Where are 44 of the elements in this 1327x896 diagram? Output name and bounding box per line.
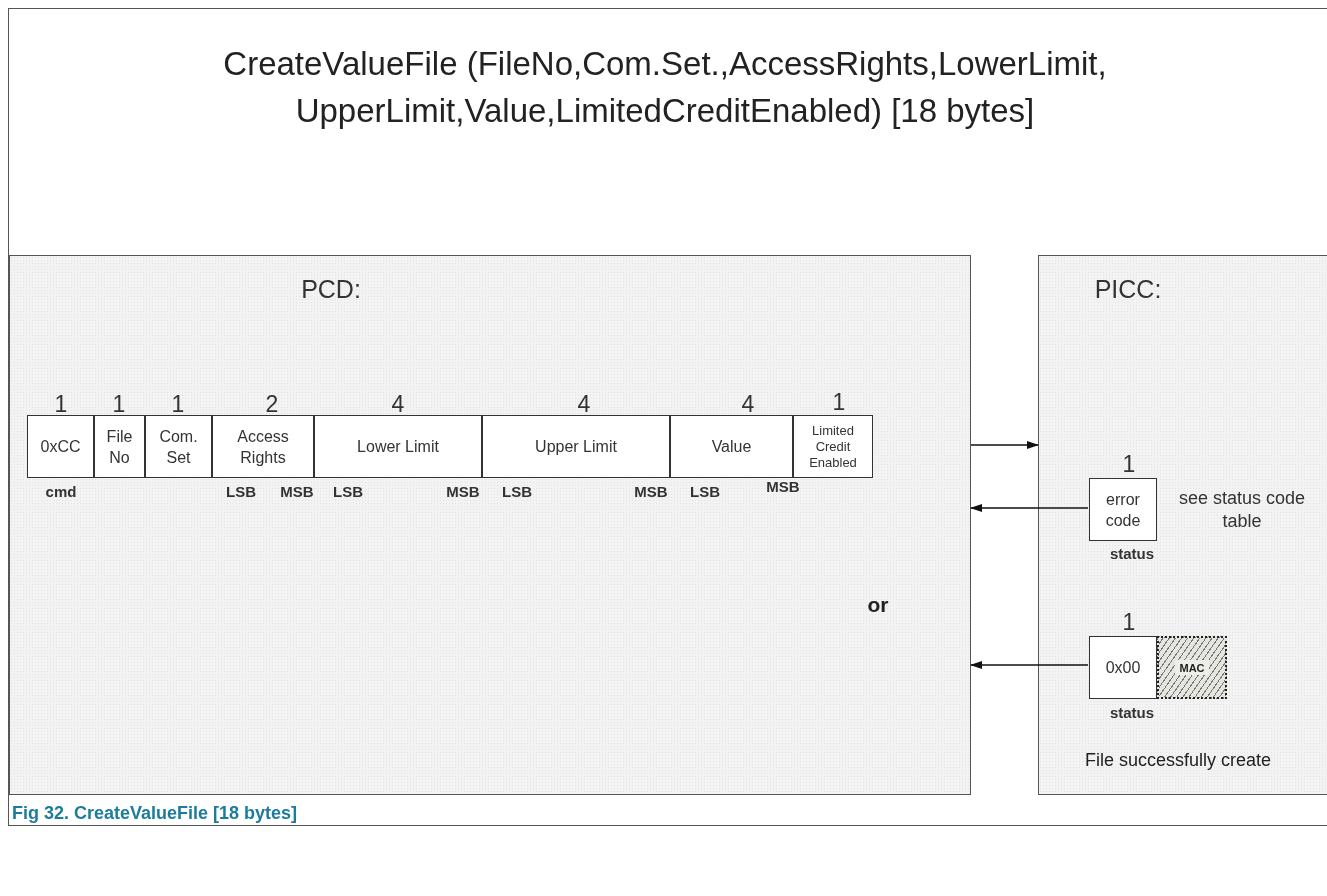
frame-field: Com. Set <box>145 415 212 478</box>
byte-order-label: cmd <box>45 483 77 501</box>
byte-order-label: MSB <box>446 483 480 501</box>
panel-heading: PCD: <box>300 274 362 305</box>
panel <box>9 255 971 795</box>
byte-order-label: LSB <box>226 483 256 501</box>
frame-field: 0xCC <box>27 415 94 478</box>
byte-order-label: status <box>1109 704 1155 722</box>
mac-field: MAC <box>1157 636 1227 699</box>
arrow <box>970 661 1089 669</box>
byte-order-label: MSB <box>280 483 314 501</box>
frame-field: error code <box>1089 478 1157 541</box>
byte-count: 1 <box>1122 451 1136 477</box>
frame-field: Access Rights <box>212 415 314 478</box>
byte-order-label: LSB <box>333 483 363 501</box>
byte-order-label: LSB <box>690 483 720 501</box>
note: see status code table <box>1177 487 1307 533</box>
title: CreateValueFile (FileNo,Com.Set.,AccessRights,LowerLimit, UpperLimit,Value,LimitedCreditEnabled) [18 bytes] <box>222 44 1108 131</box>
byte-count: 4 <box>741 391 755 417</box>
byte-count: 4 <box>391 391 405 417</box>
byte-count: 1 <box>171 391 185 417</box>
panel-heading: PICC: <box>1093 274 1163 305</box>
figure-caption: Fig 32. CreateValueFile [18 bytes] <box>12 803 298 824</box>
note: or <box>867 593 889 617</box>
note: File successfully create <box>1085 750 1272 771</box>
arrow <box>970 504 1089 512</box>
byte-count: 2 <box>265 391 279 417</box>
frame-field: Upper Limit <box>482 415 670 478</box>
byte-count: 1 <box>832 389 846 415</box>
frame-field: Limited Credit Enabled <box>793 415 873 478</box>
byte-order-label: LSB <box>502 483 532 501</box>
byte-count: 1 <box>54 391 68 417</box>
arrow <box>970 441 1039 449</box>
byte-count: 1 <box>112 391 126 417</box>
byte-order-label: status <box>1109 545 1155 563</box>
byte-count: 4 <box>577 391 591 417</box>
byte-order-label: MSB <box>634 483 668 501</box>
frame-field: 0x00 <box>1089 636 1157 699</box>
panel <box>1038 255 1327 795</box>
frame-field: Lower Limit <box>314 415 482 478</box>
byte-count: 1 <box>1122 609 1136 635</box>
frame-field: File No <box>94 415 145 478</box>
frame-field: Value <box>670 415 793 478</box>
byte-order-label: MSB <box>766 478 800 496</box>
